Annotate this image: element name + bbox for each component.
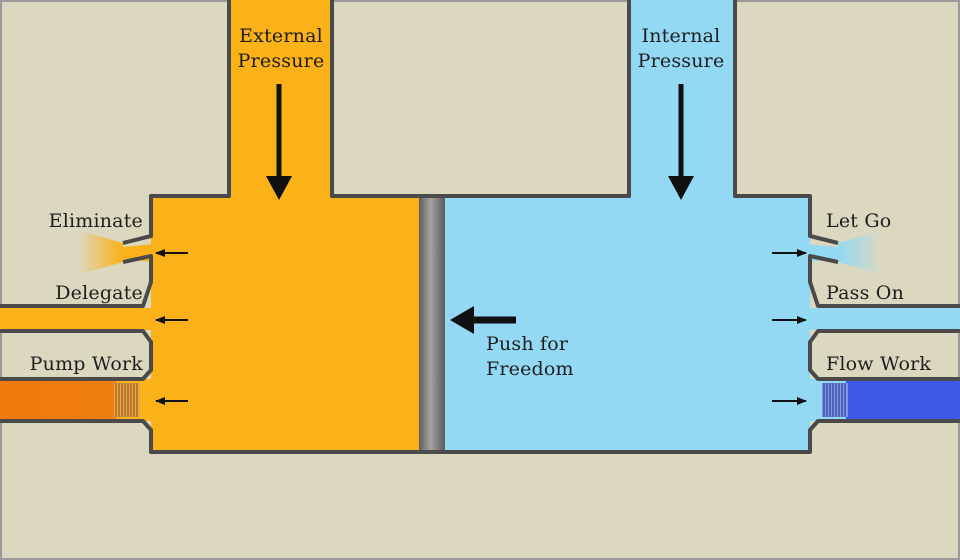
external-pressure-arrow xyxy=(266,84,292,200)
eliminate-spray xyxy=(78,230,123,275)
right-small-arrows xyxy=(772,249,807,405)
internal-pressure-arrow xyxy=(668,84,694,200)
pump-work-channel xyxy=(0,381,116,419)
left-small-arrows xyxy=(155,249,188,405)
delegate-label: Delegate xyxy=(55,282,143,304)
let-go-label: Let Go xyxy=(826,210,892,232)
piston xyxy=(419,197,445,452)
push-for-freedom-label: Push for Freedom xyxy=(486,333,574,380)
flow-work-label: Flow Work xyxy=(826,353,932,375)
push-for-freedom-arrow xyxy=(450,306,516,334)
internal-chamber xyxy=(440,0,960,452)
pump-coil xyxy=(114,383,140,417)
flow-work-channel xyxy=(846,381,960,419)
eliminate-label: Eliminate xyxy=(48,210,143,232)
let-go-spray xyxy=(838,230,882,275)
pump-work-label: Pump Work xyxy=(29,353,143,375)
external-pressure-label: External Pressure xyxy=(237,25,325,72)
container-outline xyxy=(0,0,960,454)
internal-pressure-label: Internal Pressure xyxy=(637,25,725,72)
pass-on-label: Pass On xyxy=(826,282,905,304)
flow-coil xyxy=(822,383,848,417)
